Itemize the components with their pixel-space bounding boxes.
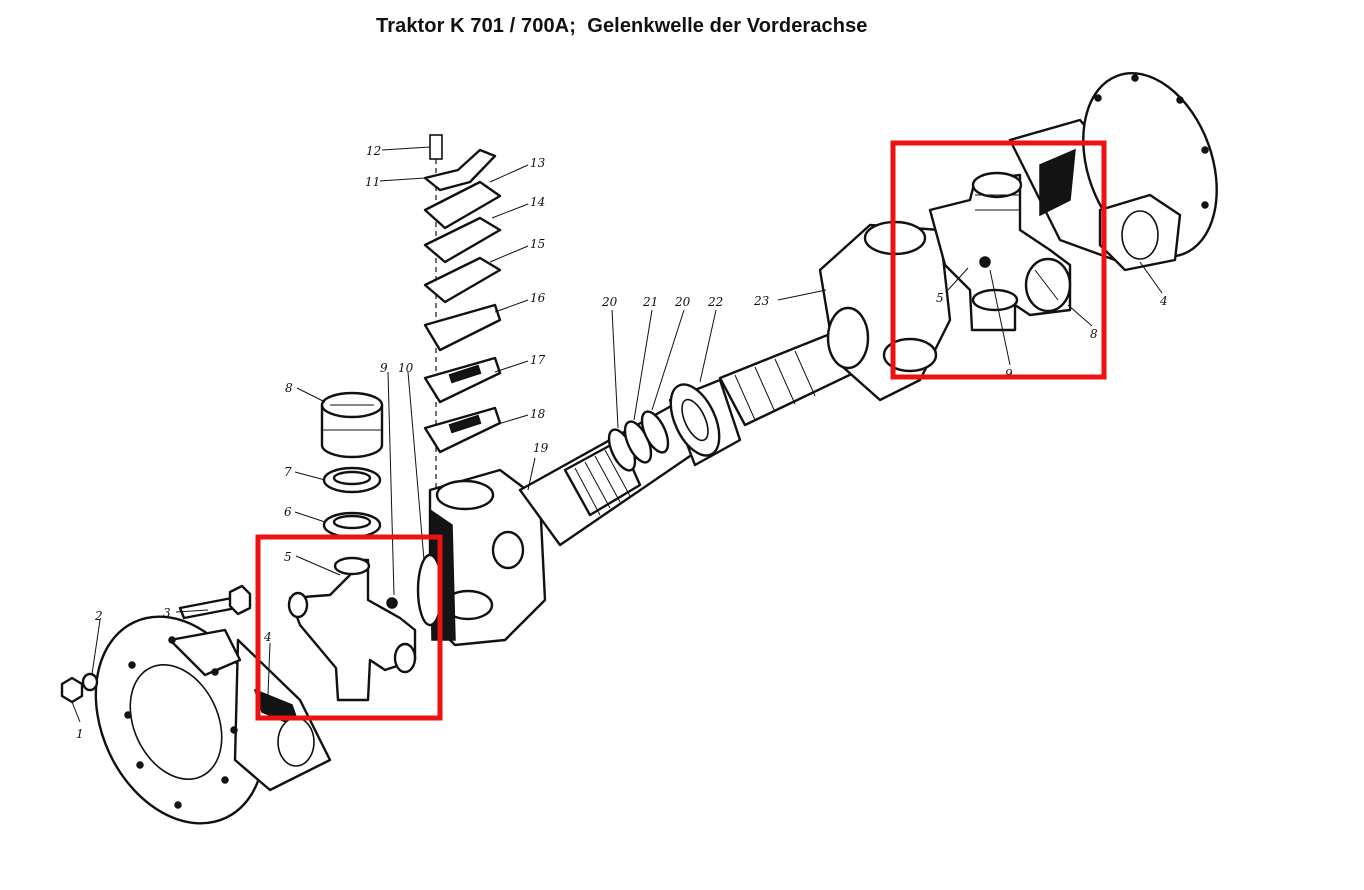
part-label-18: 18: [530, 407, 546, 421]
part-label-22: 22: [707, 295, 723, 309]
part-label-4-left: 4: [263, 630, 272, 644]
nut-washer-bolt: [60, 584, 252, 704]
cover-plate-stack: [423, 134, 502, 500]
part-label-9-right: 9: [1005, 367, 1013, 381]
left-bearing-stack: [320, 391, 384, 539]
part-label-1: 1: [76, 727, 84, 741]
part-label-6: 6: [284, 505, 292, 519]
part-label-17: 17: [530, 353, 546, 367]
right-flange: [1008, 72, 1218, 272]
part-label-4-right: 4: [1159, 294, 1168, 308]
part-label-7: 7: [284, 465, 292, 479]
part-label-5-left: 5: [284, 550, 292, 564]
leader-lines: [71, 146, 1163, 723]
part-label-19: 19: [533, 441, 549, 455]
rings-group: [607, 410, 670, 472]
part-label-16: 16: [530, 291, 546, 305]
part-label-9-left: 9: [380, 361, 388, 375]
highlight-box-right-joint: [890, 140, 1107, 380]
left-flange: [94, 615, 332, 825]
part-label-20-b: 20: [674, 295, 691, 309]
part-label-8-left: 8: [285, 381, 293, 395]
splined-sleeve: [668, 378, 742, 467]
part-label-15: 15: [530, 237, 545, 251]
right-universal-joint-cross: [928, 171, 1072, 332]
part-label-3: 3: [163, 606, 171, 620]
part-label-23: 23: [753, 294, 770, 308]
left-universal-joint-cross: [287, 556, 417, 702]
splined-shaft-yoke: [718, 220, 952, 427]
part-label-2: 2: [94, 609, 103, 623]
part-label-8-right: 8: [1090, 327, 1098, 341]
highlight-box-left-joint: [255, 534, 443, 721]
part-label-20-a: 20: [601, 295, 618, 309]
page-title: Traktor K 701 / 700A; Gelenkwelle der Vo…: [376, 15, 868, 37]
part-number-labels: 1 2 3 4 5 6 7 8 9 10 11 12 13 14 15 16 1…: [76, 144, 1168, 741]
part-label-11: 11: [365, 175, 380, 189]
part-label-14: 14: [530, 195, 545, 209]
part-label-5-right: 5: [936, 291, 944, 305]
part-label-13: 13: [530, 156, 546, 170]
part-label-12: 12: [366, 144, 381, 158]
part-label-10: 10: [398, 361, 414, 375]
part-label-21: 21: [642, 295, 658, 309]
